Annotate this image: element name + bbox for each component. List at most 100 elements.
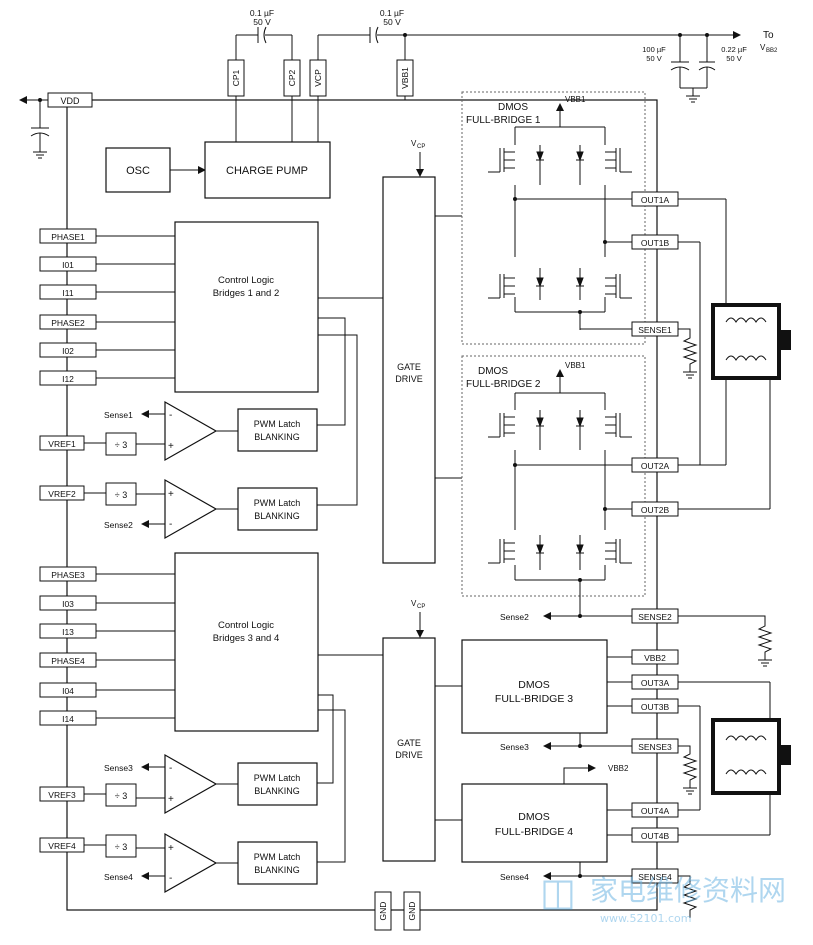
- pin-vref1: VREF1: [48, 439, 76, 449]
- fb3-dmos: DMOS: [518, 679, 550, 691]
- amp4-minus: -: [169, 873, 172, 884]
- pwm4-l1: PWM Latch: [254, 852, 301, 862]
- top-capacitors: 0.1 µF 50 V 0.1 µF 50 V To V BB2 100 µF …: [235, 8, 778, 103]
- vcp-upper-sub: CP: [417, 144, 425, 150]
- amp2-minus: -: [169, 519, 172, 530]
- pin-vbb2: VBB2: [644, 653, 666, 663]
- watermark-logo-mark: ◫: [540, 870, 576, 914]
- vcp-lower-sub: CP: [417, 604, 425, 610]
- amp-3: [164, 753, 218, 815]
- ctrl12-line1: Control Logic: [218, 275, 274, 286]
- pwm3-l1: PWM Latch: [254, 773, 301, 783]
- osc-block: [105, 147, 171, 193]
- watermark-text: 家电维修资料网: [590, 874, 786, 907]
- pin-i04: I04: [62, 686, 74, 696]
- gate-lower-l2: DRIVE: [395, 750, 423, 760]
- charge-pump-block: [204, 141, 331, 199]
- pin-cp1: CP1: [231, 69, 241, 86]
- charge-pump-label: CHARGE PUMP: [226, 165, 308, 177]
- pin-vref2: VREF2: [48, 489, 76, 499]
- cap-top1-value: 0.1 µF: [250, 8, 274, 18]
- pin-sense2: SENSE2: [638, 612, 672, 622]
- pin-phase2: PHASE2: [51, 318, 85, 328]
- gnd-pins: GND GND: [374, 891, 421, 931]
- div3-3: ÷ 3: [115, 791, 127, 801]
- sense1-left: Sense1: [104, 410, 133, 420]
- amp-section-upper: VREF1 VREF2 ÷ 3 ÷ 3 - + + - Sense1 Sense…: [39, 400, 318, 540]
- amp1-plus: +: [168, 441, 174, 452]
- sense2-left: Sense2: [104, 520, 133, 530]
- gate-drive-lower: [382, 637, 436, 862]
- left-pins-lower: PHASE3 I03 I13 PHASE4 I04 I14: [39, 566, 175, 726]
- full-bridge-2: DMOS FULL-BRIDGE 2 VBB1: [461, 355, 646, 616]
- pin-vcp: VCP: [313, 69, 323, 87]
- osc-label: OSC: [126, 165, 150, 177]
- pin-i14: I14: [62, 714, 74, 724]
- full-bridge-1: DMOS FULL-BRIDGE 1 VBB1: [461, 91, 646, 345]
- gate-upper-l1: GATE: [397, 362, 421, 372]
- amp3-plus: +: [168, 794, 174, 805]
- pin-phase3: PHASE3: [51, 570, 85, 580]
- cap-top1-voltage: 50 V: [253, 17, 271, 27]
- fb2-vbb1: VBB1: [565, 361, 586, 370]
- ctrl12-line2: Bridges 1 and 2: [213, 288, 280, 299]
- pin-sense3: SENSE3: [638, 742, 672, 752]
- div3-1: ÷ 3: [115, 440, 127, 450]
- vbb2-v: V: [760, 43, 766, 52]
- amp-4: [164, 832, 218, 894]
- pin-gnd-1: GND: [378, 902, 388, 921]
- fb3-label: FULL-BRIDGE 3: [495, 693, 573, 705]
- amp-1: [164, 400, 218, 462]
- cap-100uf-voltage: 50 V: [646, 54, 661, 63]
- vdd-section: VDD: [19, 92, 93, 159]
- fb4-dmos: DMOS: [518, 811, 550, 823]
- pwm1-l2: BLANKING: [254, 432, 300, 442]
- watermark: ◫ 家电维修资料网 www.52101.com: [540, 870, 786, 925]
- pin-out4b: OUT4B: [641, 831, 670, 841]
- cap-top2-value: 0.1 µF: [380, 8, 404, 18]
- pin-sense4: SENSE4: [638, 872, 672, 882]
- fb1-dmos: DMOS: [498, 102, 528, 113]
- pin-phase4: PHASE4: [51, 656, 85, 666]
- pin-i12: I12: [62, 374, 74, 384]
- pin-out1b: OUT1B: [641, 238, 670, 248]
- pin-out2b: OUT2B: [641, 505, 670, 515]
- fb4-vbb2: VBB2: [608, 764, 629, 773]
- left-pins-upper: PHASE1 I01 I11 PHASE2 I02 I12: [39, 228, 175, 386]
- vbb2-sub: BB2: [766, 48, 778, 54]
- sense4-right: Sense4: [500, 872, 529, 882]
- vcp-lower-v: V: [411, 599, 417, 608]
- gate-drive-upper: [382, 176, 436, 564]
- pin-vbb1: VBB1: [400, 67, 410, 89]
- pin-gnd-2: GND: [407, 902, 417, 921]
- sense3-right: Sense3: [500, 742, 529, 752]
- cap-022uf-voltage: 50 V: [726, 54, 741, 63]
- right-pins: OUT1A OUT1B SENSE1 OUT2A OUT2B SENSE2 VB…: [631, 191, 679, 884]
- fb2-label: FULL-BRIDGE 2: [466, 379, 541, 390]
- gate-upper-l2: DRIVE: [395, 374, 423, 384]
- gate-lower-l1: GATE: [397, 738, 421, 748]
- pin-sense1: SENSE1: [638, 325, 672, 335]
- pin-i13: I13: [62, 627, 74, 637]
- amp2-plus: +: [168, 489, 174, 500]
- amp-section-lower: VREF3 VREF4 ÷ 3 ÷ 3 - + + - Sense3 Sense…: [39, 753, 318, 894]
- pin-i11: I11: [62, 288, 73, 298]
- cap-100uf-value: 100 µF: [642, 45, 666, 54]
- pin-out3b: OUT3B: [641, 702, 670, 712]
- amp-2: [164, 478, 218, 540]
- to-label: To: [763, 30, 774, 41]
- div3-4: ÷ 3: [115, 842, 127, 852]
- pwm2-l2: BLANKING: [254, 511, 300, 521]
- pin-i02: I02: [62, 346, 74, 356]
- full-bridge-4: [461, 783, 608, 863]
- sense2-right: Sense2: [500, 612, 529, 622]
- control-logic-12: [174, 221, 319, 393]
- amp4-plus: +: [168, 843, 174, 854]
- full-bridge-3: [461, 639, 608, 734]
- pin-vref3: VREF3: [48, 790, 76, 800]
- control-logic-34: [174, 552, 319, 732]
- pwm3-l2: BLANKING: [254, 786, 300, 796]
- fb4-label: FULL-BRIDGE 4: [495, 826, 573, 838]
- pin-cp2: CP2: [287, 69, 297, 86]
